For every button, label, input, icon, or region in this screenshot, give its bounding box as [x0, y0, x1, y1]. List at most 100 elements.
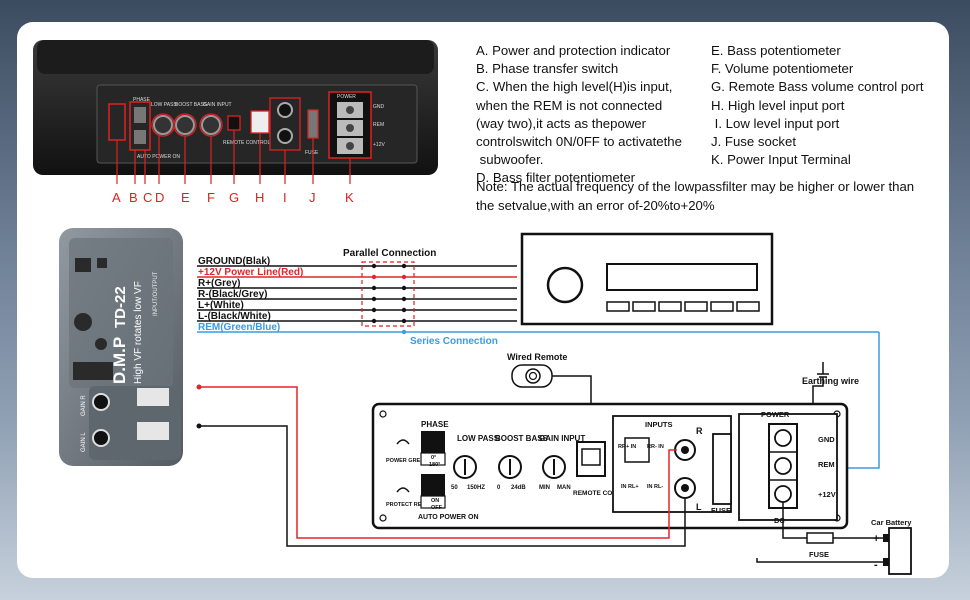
photo-power-label: POWER — [337, 94, 356, 100]
sch-low-pass: LOW PASS — [457, 434, 500, 443]
sch-lp-min: 50 — [451, 485, 458, 491]
photo-fuse-label: FUSE — [305, 150, 319, 156]
callout-g: G — [229, 190, 239, 205]
sch-on: ON — [431, 498, 439, 504]
legend-item-j: J. Fuse socket — [711, 134, 797, 150]
battery-plus: + — [873, 533, 879, 545]
callout-c: C — [143, 190, 152, 205]
td22-converter: D.M.P TD-22 High VF rotates low VF INPUT… — [59, 228, 183, 466]
amplifier-photo: PHASE LOW PASS BOOST BASS GAIN INPUT AUT… — [33, 40, 438, 175]
sch-fuse: FUSE — [711, 506, 731, 515]
photo-gnd-label: GND — [373, 104, 385, 110]
legend-item-g: G. Remote Bass volume control port — [711, 79, 924, 95]
device-gain-l: GAIN L — [81, 432, 87, 452]
photo-phase-label: PHASE — [133, 97, 151, 103]
legend-item-h: H. High level input port — [711, 97, 845, 113]
sch-off: OFF — [431, 505, 443, 511]
wire-bundle — [197, 261, 880, 469]
sch-phase-180: 180° — [429, 462, 440, 468]
legend-item-c2: when the REM is not connected — [476, 97, 663, 113]
legend-item-c3: (way two),it acts as thepower — [476, 115, 647, 131]
callout-e: E — [181, 190, 190, 205]
sch-rl-minus: IN RL- — [647, 484, 663, 490]
callout-j: J — [309, 190, 316, 205]
legend-item-c1: C. When the high level(H)is input, — [476, 79, 673, 95]
sch-l: L — [696, 502, 702, 512]
rca-wires — [196, 384, 686, 547]
sch-power-green: POWER GREEN — [386, 458, 428, 464]
wire-label-lplus: L+(White) — [198, 300, 244, 311]
device-brand: D.M.P — [110, 337, 129, 384]
battery-circuit: FUSE Car Battery + - — [756, 502, 912, 575]
sch-remote-1: REMOTE CONTROL — [573, 490, 635, 497]
earthing-label: Earthing wire — [802, 376, 859, 386]
series-label: Series Connection — [410, 336, 498, 347]
callout-i: I — [283, 190, 287, 205]
callout-b: B — [129, 190, 138, 205]
head-unit — [520, 232, 774, 326]
sch-rem: REM — [818, 460, 835, 469]
sch-inputs: INPUTS — [645, 420, 673, 429]
sch-r: R — [696, 426, 703, 436]
photo-remote-label: REMOTE CONTROL — [223, 140, 270, 146]
sch-power: POWER — [761, 410, 790, 419]
sch-rr-minus: RR- IN — [647, 444, 664, 450]
device-subtitle: High VF rotates low VF — [133, 281, 144, 384]
wire-label-rplus: R+(Grey) — [198, 278, 241, 289]
legend-item-i: I. Low level input port — [711, 115, 840, 131]
wire-label-lminus: L-(Black/White) — [198, 311, 271, 322]
sch-gi-min: MIN — [539, 485, 550, 491]
sch-bb-max: 24dB — [511, 485, 526, 491]
legend-item-k: K. Power Input Terminal — [711, 152, 851, 168]
callout-letters: A B C D E F G H I J K — [112, 190, 354, 205]
photo-boost-label: BOOST BASS — [175, 102, 208, 108]
sch-rl-plus: IN RL+ — [621, 484, 639, 490]
sch-boost-bass: BOOST BASS — [495, 434, 549, 443]
sch-protect-red: PROTECT RED — [386, 502, 425, 508]
diagram-card: PHASE LOW PASS BOOST BASS GAIN INPUT AUT… — [17, 22, 949, 578]
wired-remote: Wired Remote — [507, 352, 592, 442]
device-io-label: INPUT/OUTPUT — [153, 271, 159, 316]
callout-a: A — [112, 190, 121, 205]
device-model: TD-22 — [112, 286, 129, 328]
sch-dc: DC — [774, 516, 785, 525]
photo-lowpass-label: LOW PASS — [151, 102, 177, 108]
sch-gi-max: MAN — [557, 485, 571, 491]
legend-item-b: B. Phase transfer switch — [476, 61, 619, 77]
wire-label-rminus: R-(Black/Grey) — [198, 289, 267, 300]
device-gain-r: GAIN R — [81, 395, 87, 416]
sch-bb-min: 0 — [497, 485, 501, 491]
sch-phase-0: 0° — [431, 455, 436, 461]
wiring-diagram: PHASE LOW PASS BOOST BASS GAIN INPUT AUT… — [33, 40, 912, 575]
wire-label-ground: GROUND(Blak) — [198, 256, 270, 267]
callout-d: D — [155, 190, 164, 205]
callout-k: K — [345, 190, 354, 205]
sch-12v: +12V — [818, 490, 836, 499]
legend-item-f: F. Volume potentiometer — [711, 61, 854, 77]
frequency-note: Note: The actual frequency of the lowpas… — [476, 179, 915, 213]
sch-auto-power: AUTO POWER ON — [418, 514, 479, 521]
parallel-label: Parallel Connection — [343, 248, 436, 259]
legend-item-a: A. Power and protection indicator — [476, 43, 671, 58]
wire-label-rem: REM(Green/Blue) — [198, 322, 280, 333]
legend-left: A. Power and protection indicator B. Pha… — [476, 42, 682, 188]
sch-phase: PHASE — [421, 420, 449, 429]
wire-labels: GROUND(Blak) +12V Power Line(Red) R+(Gre… — [198, 256, 303, 333]
photo-gain-label: GAIN INPUT — [203, 102, 232, 108]
callout-h: H — [255, 190, 264, 205]
legend-item-e: E. Bass potentiometer — [711, 43, 841, 58]
photo-12v-label: +12V — [373, 142, 385, 148]
callout-lines — [116, 130, 351, 184]
legend-item-c5: subwoofer. — [476, 152, 544, 168]
legend-item-d: D. Bass filter potentiometer — [476, 170, 636, 186]
battery-fuse-label: FUSE — [809, 550, 829, 559]
sch-gnd: GND — [818, 435, 835, 444]
amp-schematic: POWER GREEN PROTECT RED PHASE 0° 180° ON… — [371, 402, 849, 530]
car-battery-label: Car Battery — [871, 518, 912, 527]
wired-remote-label: Wired Remote — [507, 352, 567, 362]
sch-lp-max: 150HZ — [467, 485, 485, 491]
callout-f: F — [207, 190, 215, 205]
legend-right: E. Bass potentiometer F. Volume potentio… — [711, 42, 924, 169]
sch-gain-input: GAIN INPUT — [539, 434, 585, 443]
wire-label-12v: +12V Power Line(Red) — [198, 267, 303, 278]
